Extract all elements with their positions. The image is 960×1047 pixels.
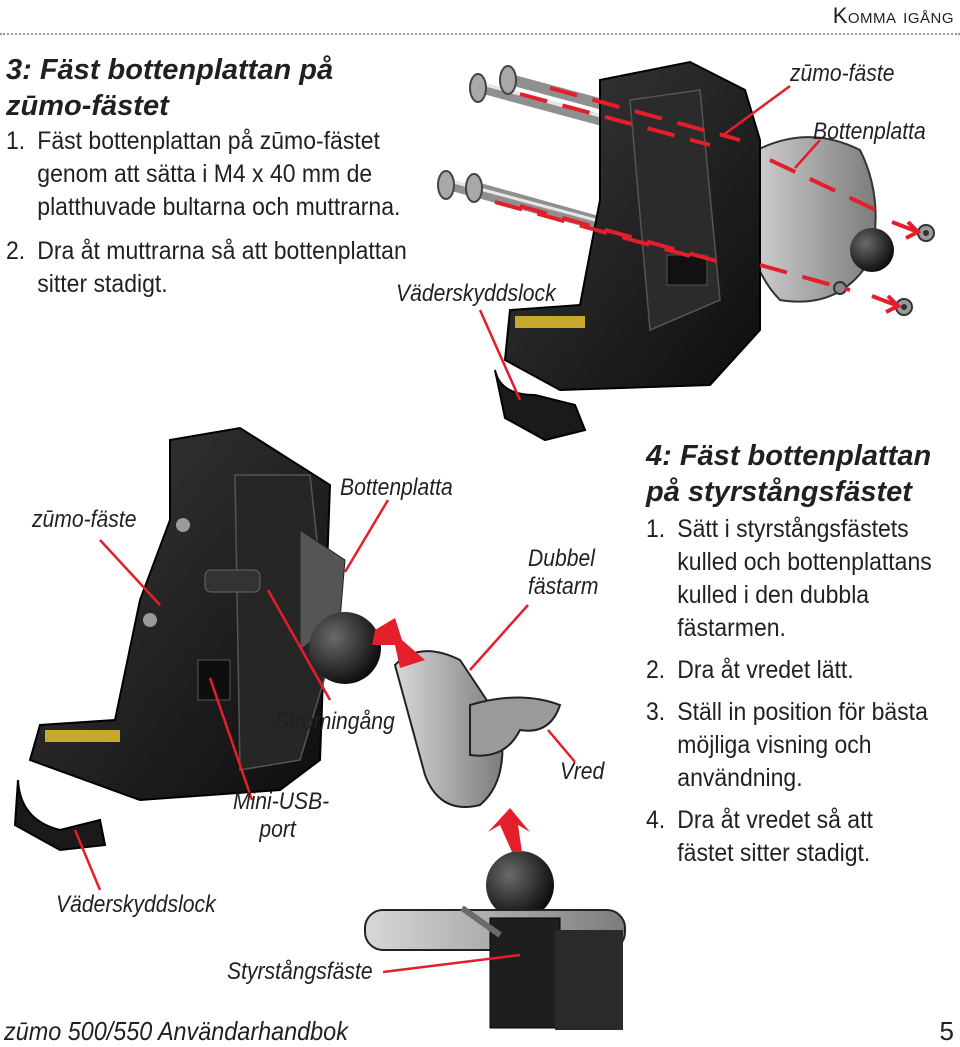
label-mini-usb-line2: port — [233, 816, 329, 844]
step-number: 2. — [646, 654, 677, 687]
footer-page-number: 5 — [940, 1016, 954, 1047]
step-number: 4. — [646, 804, 677, 837]
label-weather-cap: Väderskyddslock — [396, 280, 556, 308]
label-weather-cap-2: Väderskyddslock — [56, 891, 216, 919]
section4-heading-line1: 4: Fäst bottenplattan — [646, 438, 931, 474]
zumo-mount-graphic-2 — [15, 428, 381, 850]
label-zumo-mount: zūmo-fäste — [790, 60, 894, 88]
section4-heading: 4: Fäst bottenplattan på styrstångsfäste… — [646, 438, 931, 510]
label-zumo-mount-2: zūmo-fäste — [32, 506, 136, 534]
step-line: användning. — [677, 762, 928, 795]
zumo-mount-graphic — [495, 62, 760, 440]
step-line: fästarmen. — [677, 612, 931, 645]
step-line: Dra åt vredet lätt. — [677, 654, 853, 687]
label-power-input: Strömingång — [275, 708, 395, 736]
label-mini-usb-line1: Mini-USB- — [233, 788, 329, 816]
label-baseplate-2: Bottenplatta — [340, 474, 453, 502]
section4-heading-line2: på styrstångsfästet — [646, 474, 931, 510]
label-knob: Vred — [560, 758, 604, 786]
label-double-arm: Dubbel fästarm — [528, 545, 598, 601]
label-baseplate: Bottenplatta — [813, 118, 926, 146]
footer-manual-title: zūmo 500/550 Användarhandbok — [4, 1016, 348, 1047]
label-mini-usb: Mini-USB- port — [233, 788, 329, 844]
label-double-arm-line2: fästarm — [528, 573, 598, 601]
baseplate-graphic — [740, 137, 894, 302]
double-arm-graphic — [395, 651, 560, 807]
step-line: Dra åt vredet så att — [677, 804, 873, 837]
label-double-arm-line1: Dubbel — [528, 545, 598, 573]
handlebar-mount-graphic — [365, 851, 625, 1030]
label-handlebar-mount: Styrstångsfäste — [227, 958, 373, 986]
step-line: kulled och bottenplattans — [677, 546, 931, 579]
step-line: möjliga visning och — [677, 729, 928, 762]
step-line: Ställ in position för bästa — [677, 696, 928, 729]
section4-step-2: 2.Dra åt vredet lätt. — [646, 654, 854, 687]
step-line: Sätt i styrstångsfästets — [677, 513, 931, 546]
step-number: 3. — [646, 696, 677, 729]
step-number: 1. — [646, 513, 677, 546]
step-line: kulled i den dubbla — [677, 579, 931, 612]
step-line: fästet sitter stadigt. — [677, 837, 873, 870]
